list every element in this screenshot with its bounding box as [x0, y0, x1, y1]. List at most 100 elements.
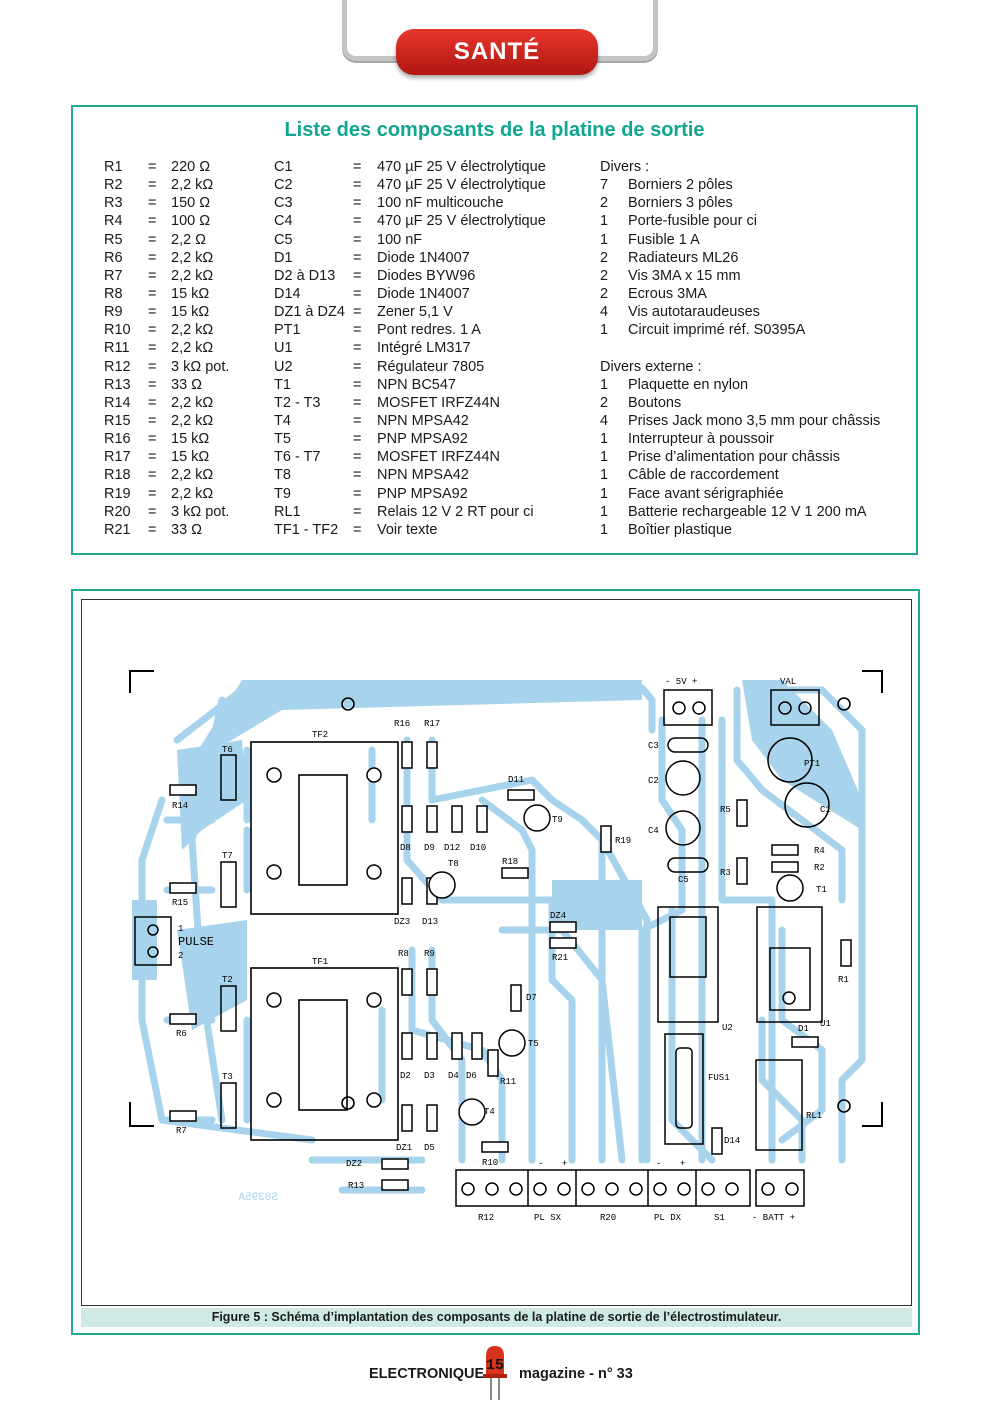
component-eq: =	[353, 322, 362, 339]
component-eq: =	[353, 449, 362, 466]
resistor-ref: R14	[104, 394, 131, 411]
label-r12: R12	[478, 1213, 494, 1223]
label-tf1: TF1	[312, 957, 328, 967]
component-ref: T2 - T3	[274, 394, 321, 411]
divers-ext-desc: Prises Jack mono 3,5 mm pour châssis	[628, 412, 881, 429]
label-r5: R5	[720, 805, 731, 815]
divers-ext-desc: Plaquette en nylon	[628, 376, 749, 393]
component-eq: =	[353, 231, 362, 248]
label-t6: T6	[222, 745, 233, 755]
resistor-eq: =	[148, 358, 157, 375]
component-eq: =	[353, 304, 362, 321]
label-d7: D7	[526, 993, 537, 1003]
label-r6: R6	[176, 1029, 187, 1039]
label-r21: R21	[552, 953, 568, 963]
resistor-ref: R12	[104, 358, 131, 375]
divers-qty: 2	[600, 267, 609, 284]
resistor-eq: =	[148, 467, 157, 484]
transformers	[250, 741, 399, 1141]
resistor-ref: R9	[104, 304, 123, 321]
component-ref: U1	[274, 340, 293, 357]
divers-qty: 4	[600, 304, 609, 321]
resistor-eq: =	[148, 340, 157, 357]
component-ref: U2	[274, 358, 293, 375]
label-t4: T4	[484, 1107, 495, 1117]
resistor-val: 3 kΩ pot.	[171, 503, 230, 520]
small-transistors	[428, 804, 804, 1126]
component-ref: D1	[274, 249, 293, 266]
label-u1: U1	[820, 1019, 831, 1029]
label-pl-sx: PL SX	[534, 1213, 562, 1223]
resistor-eq: =	[148, 213, 157, 230]
resistor-val: 2,2 kΩ	[171, 267, 214, 284]
component-ref: PT1	[274, 322, 301, 339]
component-eq: =	[353, 249, 362, 266]
component-eq: =	[353, 177, 362, 194]
label-dz2: DZ2	[346, 1159, 362, 1169]
label-t5: T5	[528, 1039, 539, 1049]
component-val: PNP MPSA92	[377, 431, 468, 448]
component-eq: =	[353, 394, 362, 411]
label-c3: C3	[648, 741, 659, 751]
divers-ext-qty: 1	[600, 467, 609, 484]
label-r18: R18	[502, 857, 518, 867]
label-batt: - BATT +	[752, 1213, 795, 1223]
label-s1: S1	[714, 1213, 725, 1223]
divers-qty: 2	[600, 195, 609, 212]
label-dz4: DZ4	[550, 911, 566, 921]
component-eq: =	[353, 358, 362, 375]
resistor-eq: =	[148, 304, 157, 321]
power-section	[657, 689, 830, 1151]
divers-ext-desc: Face avant sérigraphiée	[628, 485, 784, 502]
divers-desc: Circuit imprimé réf. S0395A	[628, 322, 806, 339]
label-d12: D12	[444, 843, 460, 853]
resistor-eq: =	[148, 503, 157, 520]
pulse-connector	[134, 916, 172, 966]
label-d13: D13	[422, 917, 438, 927]
resistor-ref: R3	[104, 195, 123, 212]
label-fus1: FUS1	[708, 1073, 730, 1083]
resistor-val: 2,2 kΩ	[171, 249, 214, 266]
component-eq: =	[353, 467, 362, 484]
magazine-name: ELECTRONIQUE	[369, 1366, 485, 1382]
divers-desc: Borniers 3 pôles	[628, 195, 733, 212]
label-r15: R15	[172, 898, 188, 908]
component-ref: T9	[274, 485, 291, 502]
resistor-eq: =	[148, 449, 157, 466]
resistor-eq: =	[148, 521, 157, 538]
resistor-ref: R13	[104, 376, 131, 393]
label-t9: T9	[552, 815, 563, 825]
resistor-eq: =	[148, 285, 157, 302]
section-badge: SANTÉ	[396, 29, 598, 75]
label-dx-minus: -	[656, 1159, 661, 1169]
label-d14: D14	[724, 1136, 740, 1146]
divers-ext-desc: Prise d’alimentation pour châssis	[628, 449, 840, 466]
component-val: 470 µF 25 V électrolytique	[377, 177, 546, 194]
divers-qty: 1	[600, 322, 609, 339]
resistor-eq: =	[148, 159, 157, 175]
resistor-val: 33 Ω	[171, 376, 202, 393]
component-val: 100 nF multicouche	[377, 195, 504, 212]
resistor-val: 15 kΩ	[171, 449, 210, 466]
component-eq: =	[353, 412, 362, 429]
resistor-val: 220 Ω	[171, 159, 211, 175]
component-ref: C5	[274, 231, 293, 248]
label-r8: R8	[398, 949, 409, 959]
resistor-eq: =	[148, 267, 157, 284]
divers-ext-qty: 1	[600, 376, 609, 393]
label-d6: D6	[466, 1071, 477, 1081]
label-dx-plus: +	[680, 1159, 685, 1169]
resistor-eq: =	[148, 322, 157, 339]
component-ref: C1	[274, 159, 293, 175]
component-val: NPN MPSA42	[377, 467, 469, 484]
label-5v: - 5V +	[665, 677, 697, 687]
label-sx-plus: +	[562, 1159, 567, 1169]
label-val: VAL	[780, 677, 796, 687]
label-r11: R11	[500, 1077, 516, 1087]
figure-caption: Figure 5 : Schéma d’implantation des com…	[81, 1308, 912, 1327]
component-ref: TF1 - TF2	[274, 521, 339, 538]
component-ref: T8	[274, 467, 291, 484]
component-eq: =	[353, 376, 362, 393]
label-r14: R14	[172, 801, 188, 811]
list-title: Liste des composants de la platine de so…	[284, 119, 705, 141]
